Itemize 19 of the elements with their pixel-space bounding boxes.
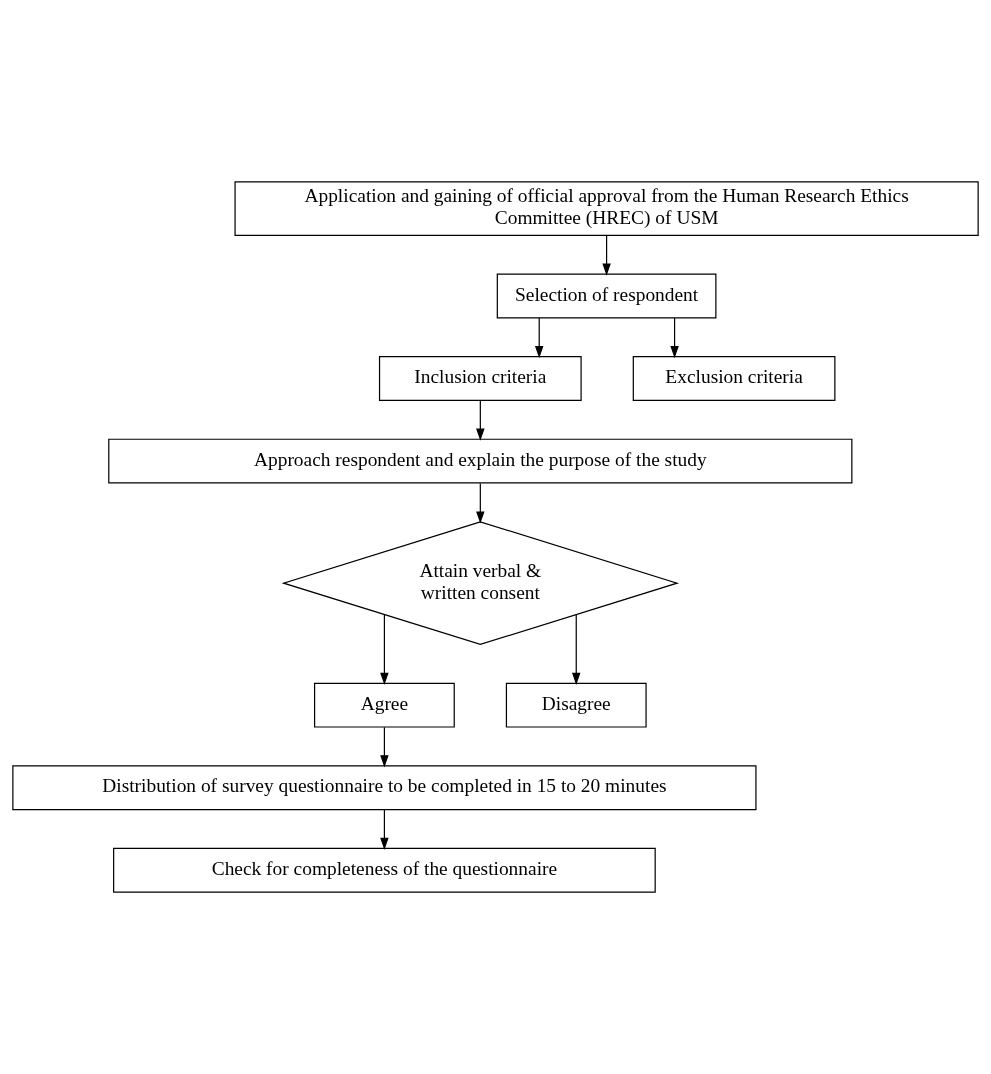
node-box: Exclusion criteria <box>632 356 836 401</box>
node-box: Inclusion criteria <box>378 356 582 401</box>
arrow <box>572 613 581 685</box>
node-box: Distribution of survey questionnaire to be completed in 15 to 20 minutes <box>12 765 757 811</box>
arrow <box>602 235 611 276</box>
node-box: Check for completeness of the questionnaire <box>113 847 656 893</box>
arrow <box>380 726 389 768</box>
arrow <box>670 317 679 359</box>
arrow <box>534 317 544 359</box>
node-box: Selection of respondent <box>496 273 717 319</box>
arrow <box>476 400 485 441</box>
arrow <box>380 809 389 850</box>
arrow <box>476 482 485 524</box>
node-diamond: Attain verbal & written consent <box>281 521 680 646</box>
node-box: Agree <box>314 682 455 728</box>
node-box: Application and gaining of official approval from the Human Research Ethics Committee (HREC) of USM <box>234 181 979 236</box>
node-box: Approach respondent and explain the purpose of the study <box>108 438 853 484</box>
node-box: Disagree <box>505 682 647 728</box>
arrow <box>380 613 389 685</box>
